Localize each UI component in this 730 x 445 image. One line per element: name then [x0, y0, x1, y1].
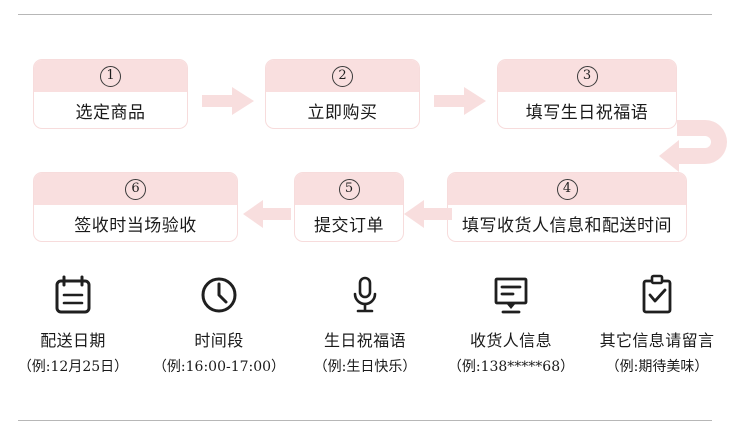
legend-title-delivery-date: 配送日期	[40, 331, 106, 350]
legend-item-birthday-message: 生日祝福语 （例:生日快乐）	[292, 272, 438, 376]
legend-item-other-notes: 其它信息请留言 （例:期待美味）	[584, 272, 730, 376]
bottom-divider	[18, 420, 712, 421]
flow-step-3: 3 填写生日祝福语	[497, 59, 677, 129]
legend-title-birthday-message: 生日祝福语	[323, 331, 406, 350]
calendar-icon	[53, 272, 93, 318]
flow-step-2-label: 立即购买	[307, 102, 378, 123]
flow-step-6-number: 6	[125, 178, 146, 200]
flow-step-3-number-band: 3	[498, 60, 676, 92]
flow-step-4: 4 填写收货人信息和配送时间	[447, 172, 687, 242]
flow-step-3-number: 3	[576, 65, 598, 87]
clipboard-check-icon	[637, 272, 677, 318]
clock-icon	[199, 272, 239, 318]
flow-step-1-number-band: 1	[34, 60, 187, 92]
arrow-right-icon-step2-step3	[434, 87, 486, 115]
message-screen-icon	[489, 272, 533, 318]
legend-item-recipient-info: 收货人信息 （例:138*****68）	[438, 272, 584, 376]
arrow-curved-icon-step3-step4	[659, 120, 727, 172]
flow-step-1-label: 选定商品	[75, 102, 146, 123]
flow-step-4-number: 4	[556, 178, 578, 200]
flow-step-5-label: 提交订单	[314, 215, 384, 236]
legend-item-delivery-date: 配送日期 （例:12月25日）	[0, 272, 146, 376]
flow-step-6: 6 签收时当场验收	[33, 172, 238, 242]
flow-step-3-label: 填写生日祝福语	[525, 102, 649, 123]
flow-step-2: 2 立即购买	[265, 59, 420, 129]
arrow-right-icon-step1-step2	[202, 87, 254, 115]
microphone-icon	[345, 272, 385, 318]
flow-step-2-number-band: 2	[266, 60, 419, 92]
legend-example-birthday-message: （例:生日快乐）	[313, 359, 417, 375]
flow-step-5-number: 5	[338, 178, 360, 200]
top-divider	[18, 14, 712, 15]
legend-example-other-notes: （例:期待美味）	[605, 359, 709, 375]
legend-example-recipient-info: （例:138*****68）	[447, 359, 575, 375]
legend-example-time-slot: （例:16:00-17:00）	[152, 359, 286, 375]
legend-title-other-notes: 其它信息请留言	[599, 331, 715, 350]
flow-step-5: 5 提交订单	[294, 172, 404, 242]
flow-step-1: 1 选定商品	[33, 59, 188, 129]
flow-step-6-number-band: 6	[34, 173, 237, 205]
legend-example-delivery-date: （例:12月25日）	[17, 359, 129, 375]
legend-item-time-slot: 时间段 （例:16:00-17:00）	[146, 272, 292, 376]
flow-step-2-number: 2	[332, 65, 353, 87]
legend-row: 配送日期 （例:12月25日） 时间段 （例:16:00-17:00） 生日祝福…	[0, 272, 730, 376]
arrow-left-icon-step4-step5	[404, 200, 452, 228]
legend-title-time-slot: 时间段	[194, 331, 244, 350]
flow-step-6-label: 签收时当场验收	[74, 215, 197, 236]
flow-step-5-number-band: 5	[295, 173, 403, 205]
flow-step-4-number-band: 4	[448, 173, 686, 205]
flow-step-1-number: 1	[100, 65, 121, 87]
legend-title-recipient-info: 收货人信息	[469, 331, 552, 350]
arrow-left-icon-step5-step6	[243, 200, 291, 228]
flow-step-4-label: 填写收货人信息和配送时间	[462, 215, 672, 236]
